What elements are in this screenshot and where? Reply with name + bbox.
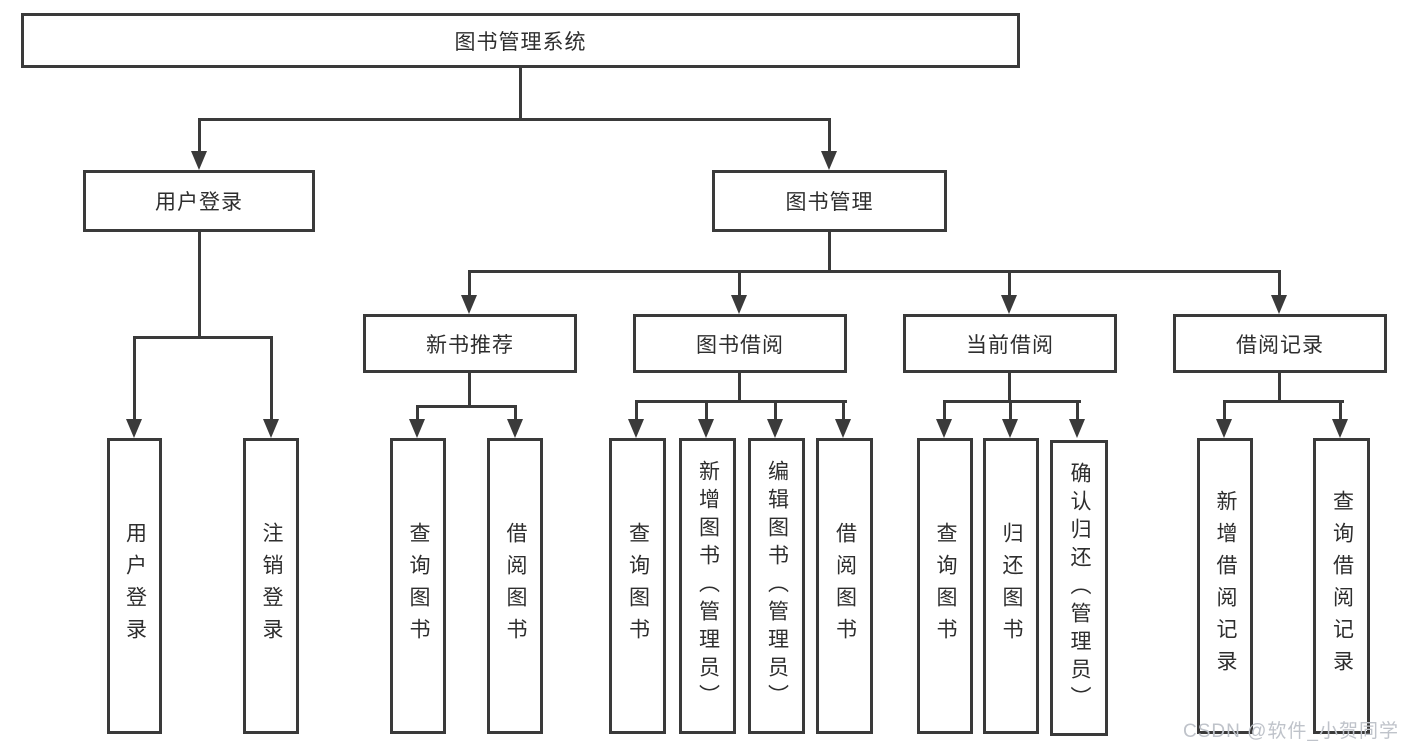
connector-line <box>514 405 517 422</box>
watermark: CSDN @软件_小贺同学 <box>1183 721 1399 742</box>
arrow-down-icon <box>1271 295 1287 314</box>
connector-line <box>198 118 201 154</box>
leaf-logout-login: 注销登录 <box>243 438 299 734</box>
connector-line <box>270 336 273 422</box>
connector-line <box>738 373 741 403</box>
leaf-confirm-return-admin: 确认归还（管理员） <box>1050 440 1108 736</box>
leaf-edit-books-admin: 编辑图书（管理员） <box>748 438 805 734</box>
connector-line <box>1008 373 1011 403</box>
node-new-book-recommend: 新书推荐 <box>363 314 577 373</box>
connector-line <box>943 400 1081 403</box>
arrow-down-icon <box>461 295 477 314</box>
connector-line <box>1009 400 1012 422</box>
arrow-down-icon <box>191 151 207 170</box>
node-borrowing-records: 借阅记录 <box>1173 314 1387 373</box>
connector-line <box>416 405 517 408</box>
leaf-user-login: 用户登录 <box>107 438 162 734</box>
connector-line <box>705 400 708 422</box>
leaf-query-books-borrowing: 查询图书 <box>609 438 666 734</box>
connector-line <box>943 400 946 422</box>
arrow-down-icon <box>767 419 783 438</box>
connector-line <box>1223 400 1226 422</box>
arrow-down-icon <box>1002 419 1018 438</box>
connector-line <box>519 68 522 121</box>
connector-line <box>1278 373 1281 403</box>
connector-line <box>1278 270 1281 298</box>
arrow-down-icon <box>936 419 952 438</box>
connector-line <box>635 400 847 403</box>
arrow-down-icon <box>628 419 644 438</box>
leaf-add-borrow-record: 新增借阅记录 <box>1197 438 1253 734</box>
arrow-down-icon <box>263 419 279 438</box>
connector-line <box>133 336 136 422</box>
connector-line <box>1339 400 1342 422</box>
arrow-down-icon <box>409 419 425 438</box>
connector-line <box>468 373 471 408</box>
node-book-borrowing: 图书借阅 <box>633 314 847 373</box>
node-library-system: 图书管理系统 <box>21 13 1020 68</box>
node-book-management: 图书管理 <box>712 170 947 232</box>
connector-line <box>133 336 273 339</box>
connector-line <box>828 118 831 154</box>
leaf-return-books: 归还图书 <box>983 438 1039 734</box>
leaf-add-books-admin: 新增图书（管理员） <box>679 438 736 734</box>
leaf-query-borrow-record: 查询借阅记录 <box>1313 438 1370 734</box>
arrow-down-icon <box>1332 419 1348 438</box>
arrow-down-icon <box>835 419 851 438</box>
connector-line <box>198 232 201 339</box>
leaf-borrow-books-borrowing: 借阅图书 <box>816 438 873 734</box>
arrow-down-icon <box>507 419 523 438</box>
connector-line <box>774 400 777 422</box>
connector-line <box>198 118 831 121</box>
leaf-query-books-recommend: 查询图书 <box>390 438 446 734</box>
connector-line <box>468 270 1281 273</box>
arrow-down-icon <box>1069 419 1085 438</box>
connector-line <box>1076 400 1079 422</box>
connector-line <box>416 405 419 422</box>
node-current-borrowing: 当前借阅 <box>903 314 1117 373</box>
connector-line <box>468 270 471 298</box>
arrow-down-icon <box>698 419 714 438</box>
connector-line <box>1008 270 1011 298</box>
arrow-down-icon <box>1001 295 1017 314</box>
arrow-down-icon <box>821 151 837 170</box>
node-user-login: 用户登录 <box>83 170 315 232</box>
arrow-down-icon <box>731 295 747 314</box>
connector-line <box>828 232 831 273</box>
connector-line <box>842 400 845 422</box>
arrow-down-icon <box>1216 419 1232 438</box>
arrow-down-icon <box>126 419 142 438</box>
connector-line <box>635 400 638 422</box>
connector-line <box>738 270 741 298</box>
leaf-borrow-books-recommend: 借阅图书 <box>487 438 543 734</box>
connector-line <box>1223 400 1344 403</box>
leaf-query-books-current: 查询图书 <box>917 438 973 734</box>
